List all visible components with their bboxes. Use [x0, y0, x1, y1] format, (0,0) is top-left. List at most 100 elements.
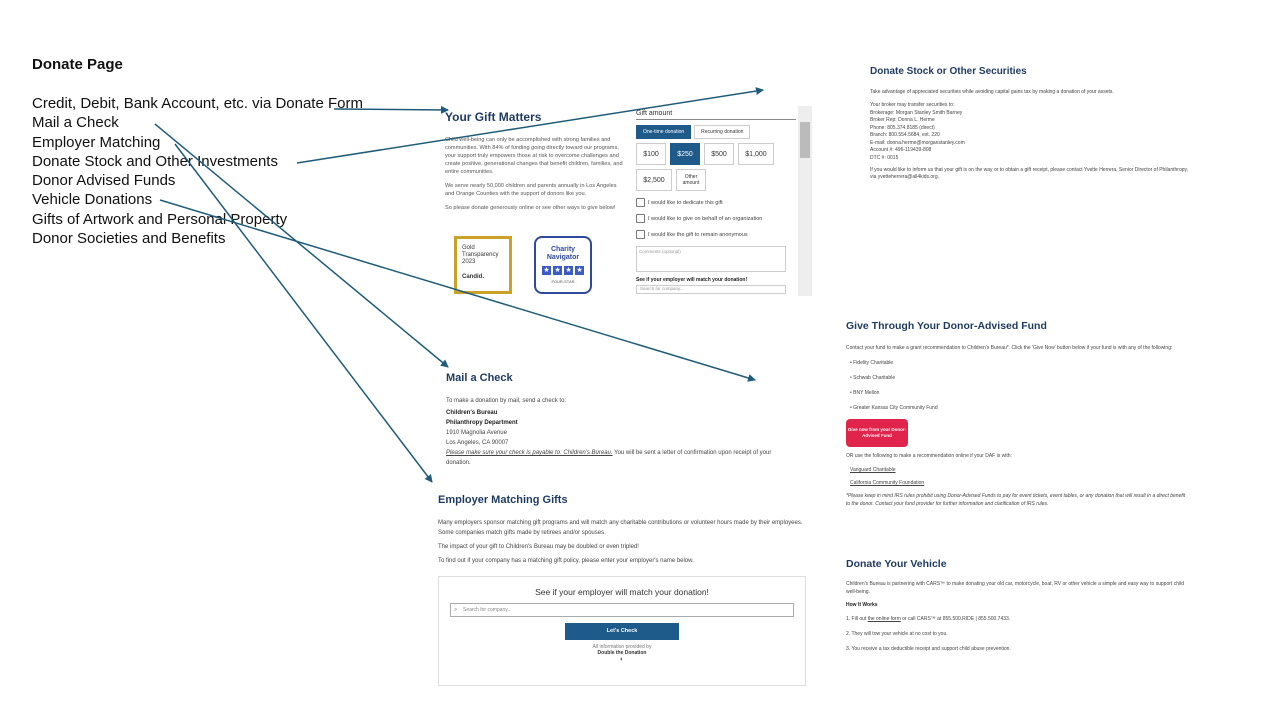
stock-line: Phone: 805.374.8185 (direct) [870, 124, 935, 131]
checkbox-label: I would like to dedicate this gift [648, 199, 723, 206]
cn-line: Charity [550, 246, 576, 253]
daf-note: *Please keep in mind IRS rules prohibit … [846, 493, 1186, 507]
vehicle-step: 3. You receive a tax deductible receipt … [846, 646, 1011, 652]
stock-line: E-mail: donna.herme@morganstanley.com [870, 139, 965, 146]
vehicle-step-text: 1. Fill out [846, 616, 867, 622]
candid-line: Candid. [462, 274, 484, 280]
stock-line: Account #: 496-119439-808 [870, 147, 932, 153]
candid-line: 2023 [462, 259, 476, 265]
star-icon: ★ [542, 266, 551, 275]
stock-line: Branch: 800.554.5684, ext. 220 [870, 132, 940, 138]
employer-match-prompt: See if your employer will match your don… [636, 277, 748, 283]
search-icon: ⌕ [454, 607, 458, 613]
mail-panel: Mail a Check To make a donation by mail,… [446, 372, 796, 468]
amount-other-button[interactable]: Other amount [676, 169, 706, 191]
candid-line: Transparency [462, 252, 499, 258]
daf-fund-label: Fidelity Charitable [853, 360, 894, 366]
outline-item-daf: Donor Advised Funds [32, 172, 176, 190]
outline-title: Donate Page [32, 56, 123, 73]
vehicle-step-text: or call CARS™ at 855.500.RIDE | 855.500.… [902, 616, 1011, 622]
daf-fund-item: • BNY Mellon [850, 390, 880, 396]
company-search-input[interactable]: Search for company... [636, 285, 786, 294]
scrollbar[interactable] [798, 106, 812, 296]
employer-panel: Employer Matching Gifts Many employers s… [438, 494, 808, 690]
vehicle-online-form-link[interactable]: the online form [867, 616, 901, 622]
checkbox-label: I would like the gift to remain anonymou… [648, 231, 748, 238]
daf-give-now-button[interactable]: Give now from your Donor-Advised Fund [846, 419, 908, 447]
organization-checkbox[interactable]: I would like to give on behalf of an org… [636, 214, 796, 223]
amount-options: $100 $250 $500 $1,000 $2,500 Other amoun… [636, 143, 796, 191]
stock-line: Broker Rep: Donna L. Herme [870, 117, 935, 123]
mail-note-payable: Please make sure your check is payable t… [446, 450, 613, 456]
star-icons: ★★★★ [536, 265, 590, 275]
daf-intro: Contact your fund to make a grant recomm… [846, 345, 1173, 351]
anonymous-checkbox[interactable]: I would like the gift to remain anonymou… [636, 230, 796, 239]
daf-fund-item: • Fidelity Charitable [850, 360, 894, 366]
gift-panel: Your Gift Matters Child well-being can o… [440, 106, 812, 310]
checkbox-label: I would like to give on behalf of an org… [648, 215, 763, 222]
amount-1000-button[interactable]: $1,000 [738, 143, 774, 165]
mail-intro: To make a donation by mail, send a check… [446, 398, 567, 404]
checkbox-icon [636, 198, 645, 207]
star-icon: ★ [575, 266, 584, 275]
stock-intro: Take advantage of appreciated securities… [870, 89, 1114, 95]
cn-line: Navigator [546, 254, 580, 261]
mail-note: Please make sure your check is payable t… [446, 448, 796, 468]
checkbox-icon [636, 230, 645, 239]
gift-amount-label: Gift amount [636, 110, 796, 120]
cn-foot: FOUR-STAR [551, 279, 575, 284]
outline-item-donate-form: Credit, Debit, Bank Account, etc. via Do… [32, 95, 363, 112]
checkbox-icon [636, 214, 645, 223]
daf-link-ccf[interactable]: California Community Foundation [850, 480, 925, 486]
daf-fund-label: Greater Kansas City Community Fund [853, 405, 938, 411]
amount-250-button[interactable]: $250 [670, 143, 700, 165]
donate-form: Gift amount One-time donation Recurring … [636, 110, 796, 310]
provider-name: Double the Donation [597, 650, 647, 656]
candid-badge: Gold Transparency 2023 Candid. [454, 236, 512, 294]
star-icon: ★ [564, 266, 573, 275]
employer-paragraph: Many employers sponsor matching gift pro… [438, 520, 803, 536]
employer-search-input[interactable]: ⌕ Search for company... [450, 603, 794, 617]
provider-logo-icon: ◐ [619, 656, 625, 663]
mail-note-confirmation: You will be sent a letter of confirmatio… [446, 450, 772, 466]
outline-item-mail-check: Mail a Check [32, 114, 119, 132]
amount-100-button[interactable]: $100 [636, 143, 666, 165]
dedicate-checkbox[interactable]: I would like to dedicate this gift [636, 198, 796, 207]
vehicle-panel: Donate Your Vehicle Children's Bureau is… [846, 558, 1186, 668]
charity-navigator-badge: Charity Navigator ★★★★ FOUR-STAR [534, 236, 592, 294]
vehicle-title: Donate Your Vehicle [846, 558, 947, 570]
daf-panel: Give Through Your Donor-Advised Fund Con… [846, 320, 1186, 540]
lets-check-button[interactable]: Let's Check [565, 623, 679, 640]
outline-list: Credit, Debit, Bank Account, etc. via Do… [32, 94, 363, 248]
stock-line: Your broker may transfer securities to: [870, 102, 955, 108]
gift-paragraph: Child well-being can only be accomplishe… [445, 137, 623, 175]
daf-or-text: OR use the following to make a recommend… [846, 453, 1012, 459]
vehicle-how-heading: How It Works [846, 602, 878, 608]
vehicle-intro: Children's Bureau is partnering with CAR… [846, 581, 1184, 595]
donation-tabs: One-time donation Recurring donation [636, 125, 796, 139]
gift-title: Your Gift Matters [445, 110, 542, 124]
gift-body: Child well-being can only be accomplishe… [445, 136, 625, 218]
tab-one-time[interactable]: One-time donation [636, 125, 692, 139]
mail-address-line: Los Angeles, CA 90007 [446, 440, 509, 446]
employer-search-placeholder: Search for company... [463, 607, 512, 613]
vehicle-step: 2. They will tow your vehicle at no cost… [846, 631, 948, 637]
employer-title: Employer Matching Gifts [438, 494, 568, 506]
scrollbar-thumb[interactable] [800, 122, 810, 158]
stock-details: Your broker may transfer securities to: … [870, 102, 1190, 162]
amount-2500-button[interactable]: $2,500 [636, 169, 672, 191]
outline-item-societies: Donor Societies and Benefits [32, 230, 226, 248]
candid-line: Gold [462, 245, 475, 251]
daf-link-vanguard[interactable]: Vanguard Charitable [850, 467, 896, 473]
outline-item-stock: Donate Stock and Other Investments [32, 152, 278, 170]
daf-fund-label: BNY Mellon [853, 390, 880, 396]
daf-fund-item: • Schwab Charitable [850, 375, 896, 381]
amount-500-button[interactable]: $500 [704, 143, 734, 165]
tab-recurring[interactable]: Recurring donation [694, 125, 751, 139]
mail-address-line: 1910 Magnolia Avenue [446, 430, 507, 436]
daf-button-row: Give now from your Donor-Advised Fund [846, 419, 1186, 447]
stock-line: DTC #: 0015 [870, 154, 899, 161]
employer-paragraph: The impact of your gift to Children's Bu… [438, 544, 639, 550]
daf-fund-item: • Greater Kansas City Community Fund [850, 405, 938, 411]
comments-textarea[interactable]: Comments (optional) [636, 246, 786, 272]
